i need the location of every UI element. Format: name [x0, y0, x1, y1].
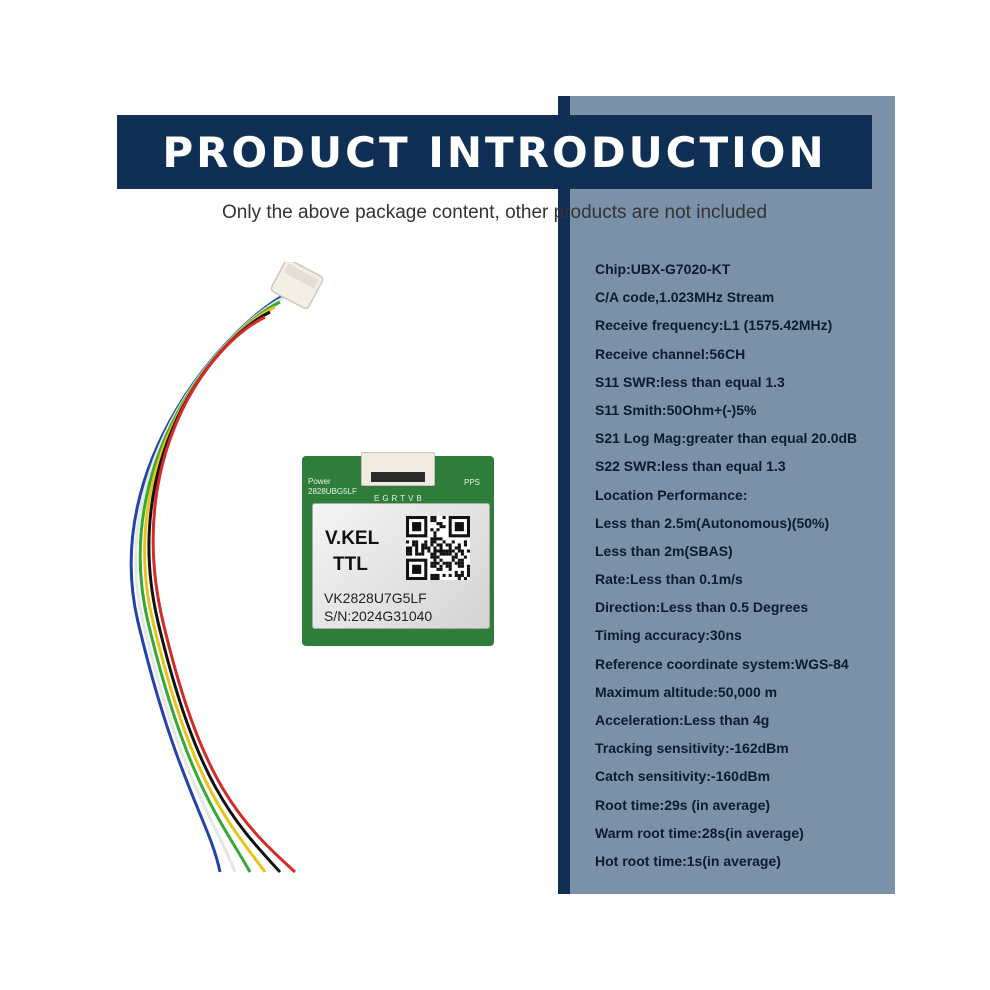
spec-list: Chip:UBX-G7020-KT C/A code,1.023MHz Strea…: [595, 259, 857, 879]
pps-label: PPS: [464, 478, 481, 487]
gps-module-image: Power 2828UBG5LF PPS EGRTVB V.KEL TTL VK…: [302, 452, 494, 646]
wire: [147, 310, 282, 874]
spec-item: Location Performance:: [595, 486, 748, 503]
spec-item: S22 SWR:less than equal 1.3: [595, 458, 786, 475]
qr-code-icon: [406, 516, 470, 580]
panel-stripe: [558, 96, 570, 894]
wire: [143, 305, 276, 873]
package-note: Only the above package content, other pr…: [221, 202, 768, 223]
spec-panel: [558, 96, 895, 894]
spec-item: Catch sensitivity:-160dBm: [595, 768, 771, 785]
spec-item: Receive channel:56CH: [595, 345, 746, 362]
rf-shield: V.KEL TTL VK2828U7G5LF S/N:2024G31040: [312, 503, 490, 629]
serial-number: S/N:2024G31040: [324, 608, 433, 624]
spec-item: Root time:29s (in average): [595, 796, 771, 813]
spec-item: Chip:UBX-G7020-KT: [595, 261, 731, 277]
spec-item: Acceleration:Less than 4g: [595, 712, 770, 728]
spec-item: Maximum altitude:50,000 m: [595, 683, 778, 700]
wire: [151, 315, 297, 874]
brand-label: V.KEL: [325, 528, 380, 549]
title-banner: PRODUCT INTRODUCTION: [117, 115, 872, 189]
model-silkscreen: 2828UBG5LF: [308, 487, 357, 496]
wires: [129, 290, 297, 874]
spec-item: S11 Smith:50Ohm+(-)5%: [595, 401, 757, 418]
spec-item: Hot root time:1s(in average): [595, 852, 781, 869]
spec-item: C/A code,1.023MHz Stream: [595, 289, 775, 306]
spec-item: Less than 2m(SBAS): [595, 542, 733, 559]
page-title: PRODUCT INTRODUCTION: [162, 127, 827, 177]
interface-label: TTL: [333, 554, 368, 575]
cable-connector: [270, 262, 324, 310]
spec-item: Rate:Less than 0.1m/s: [595, 571, 743, 588]
spec-item: Timing accuracy:30ns: [595, 627, 742, 644]
spec-item: Receive frequency:L1 (1575.42MHz): [595, 317, 833, 334]
spec-item: Direction:Less than 0.5 Degrees: [595, 599, 809, 616]
pin-labels: EGRTVB: [374, 494, 425, 503]
spec-item: Less than 2.5m(Autonomous)(50%): [595, 514, 830, 531]
spec-item: Reference coordinate system:WGS-84: [595, 655, 849, 672]
board-connector: [361, 452, 435, 486]
spec-item: Warm root time:28s(in average): [595, 824, 804, 841]
wire: [134, 295, 286, 873]
power-label: Power: [308, 477, 331, 486]
model-number: VK2828U7G5LF: [324, 590, 427, 606]
spec-item: S21 Log Mag:greater than equal 20.0dB: [595, 430, 858, 447]
wire-harness-image: [129, 262, 324, 874]
spec-item: Tracking sensitivity:-162dBm: [595, 740, 789, 757]
spec-item: S11 SWR:less than equal 1.3: [595, 373, 785, 390]
connector-pins: [371, 472, 425, 482]
